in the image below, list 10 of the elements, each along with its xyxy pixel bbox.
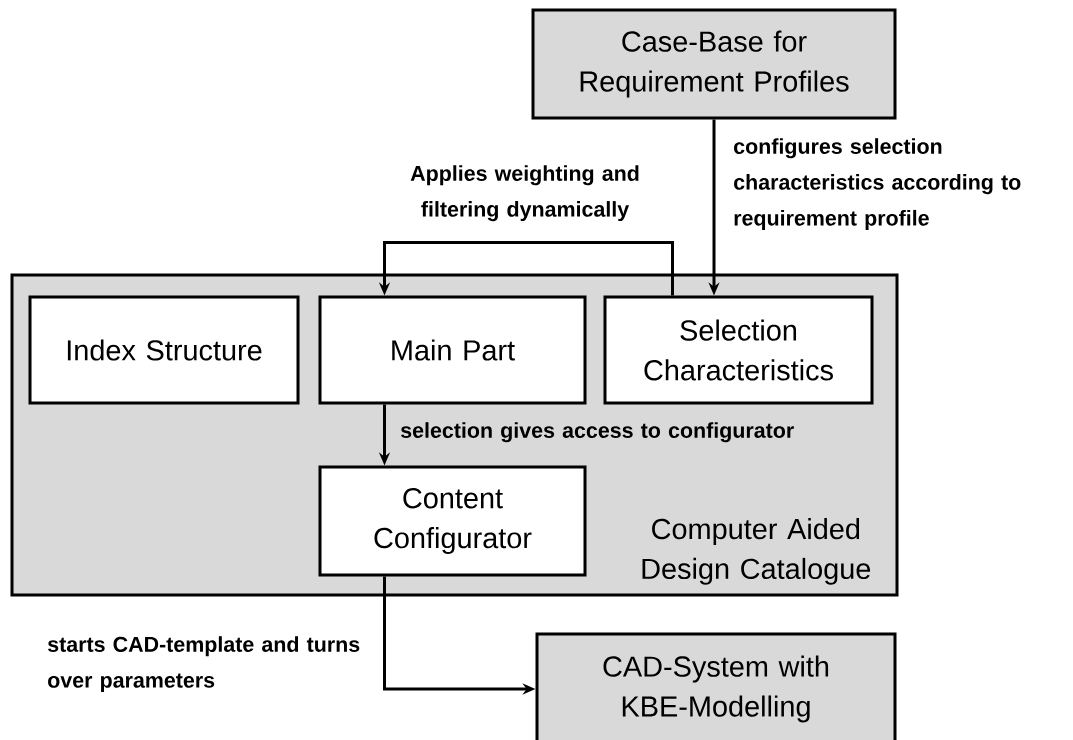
- process-box: Content Configurator: [318, 465, 587, 577]
- process-box: Case-Base for Requirement Profiles: [531, 8, 897, 120]
- edge-label: starts CAD-template and turns over parameters: [47, 636, 360, 693]
- process-box: Index Structure: [28, 295, 300, 405]
- process-box: Selection Characteristics: [603, 295, 874, 405]
- edge-label: configures selection characteristics according to requirement profile: [734, 138, 1021, 230]
- edge-label: Applies weighting and filtering dynamically: [410, 165, 639, 222]
- edge-label: selection gives access to configurator: [400, 422, 794, 443]
- process-box: Main Part: [318, 295, 587, 405]
- process-box: CAD-System with KBE-Modelling: [535, 632, 897, 740]
